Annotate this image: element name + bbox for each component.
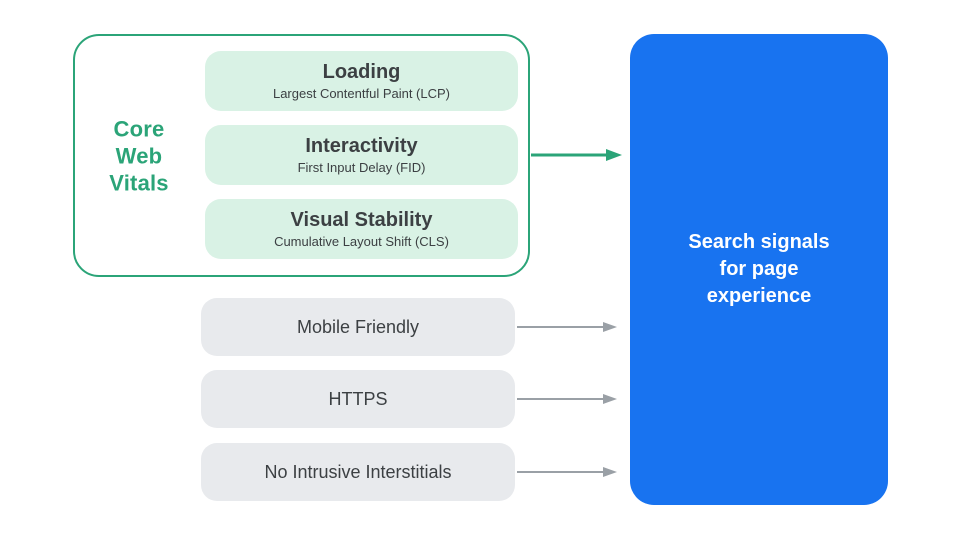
cwv-item-subtitle: Largest Contentful Paint (LCP) bbox=[272, 86, 451, 101]
core-web-vitals-items: Loading Largest Contentful Paint (LCP) I… bbox=[205, 51, 518, 273]
arrow-line bbox=[531, 153, 607, 157]
arrow-head bbox=[606, 149, 622, 161]
arrow-head bbox=[603, 467, 617, 477]
signal-label: No Intrusive Interstitials bbox=[264, 462, 452, 482]
gray-arrow-right-icon-interstitials bbox=[517, 466, 617, 478]
gray-arrow-right-icon-https bbox=[517, 393, 617, 405]
cwv-item-interactivity: Interactivity First Input Delay (FID) bbox=[205, 125, 518, 185]
signal-mobile-friendly: Mobile Friendly bbox=[201, 298, 515, 356]
arrow-line bbox=[517, 471, 604, 473]
cwv-item-visual-stability: Visual Stability Cumulative Layout Shift… bbox=[205, 199, 518, 259]
cwv-item-title: Loading bbox=[322, 61, 401, 83]
core-web-vitals-label: Core Web Vitals bbox=[75, 115, 203, 196]
arrow-head bbox=[603, 322, 617, 332]
arrow-line bbox=[517, 398, 604, 400]
search-signals-label: Search signals for page experience bbox=[688, 231, 830, 307]
search-signals-result-box: Search signals for page experience bbox=[630, 34, 888, 505]
arrow-head bbox=[603, 394, 617, 404]
signal-https: HTTPS bbox=[201, 370, 515, 428]
gray-arrow-right-icon-mobile-friendly bbox=[517, 321, 617, 333]
arrow-line bbox=[517, 326, 604, 328]
cwv-item-subtitle: Cumulative Layout Shift (CLS) bbox=[274, 234, 449, 249]
cwv-item-subtitle: First Input Delay (FID) bbox=[297, 160, 426, 175]
cwv-item-title: Visual Stability bbox=[290, 209, 433, 231]
cwv-item-loading: Loading Largest Contentful Paint (LCP) bbox=[205, 51, 518, 111]
green-arrow-right-icon bbox=[531, 149, 622, 161]
cwv-item-title: Interactivity bbox=[305, 135, 418, 157]
signal-label: Mobile Friendly bbox=[296, 317, 420, 337]
signal-no-intrusive-interstitials: No Intrusive Interstitials bbox=[201, 443, 515, 501]
core-web-vitals-group: Core Web Vitals Loading Largest Contentf… bbox=[73, 34, 530, 277]
signal-label: HTTPS bbox=[328, 389, 388, 409]
core-web-vitals-label-text: Core Web Vitals bbox=[109, 116, 169, 195]
